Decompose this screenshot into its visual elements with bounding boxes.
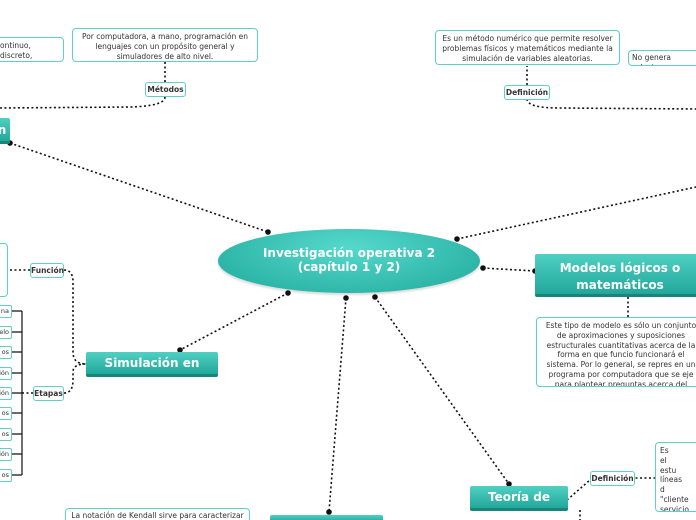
etapa-step-text: ión (0, 389, 9, 397)
dot (506, 481, 512, 487)
dot (480, 265, 486, 271)
connector-top-right (456, 186, 696, 240)
etapa-step[interactable]: ión (0, 387, 12, 400)
label-metodos[interactable]: Métodos (145, 82, 186, 97)
dot (177, 347, 183, 353)
label-definicion-top-text: Definición (505, 88, 549, 97)
label-metodos-text: Métodos (147, 85, 184, 94)
connector-colas-definicion (566, 479, 591, 501)
topic-modelos-line2: matemáticos (576, 278, 664, 292)
etapa-step-text: ión (0, 450, 9, 458)
etapa-step[interactable]: ión (0, 448, 12, 461)
connector-bottom (328, 297, 347, 513)
note-funcion (0, 243, 8, 297)
connector-left-topic (9, 142, 269, 233)
note-continuo-text: ontinuo, discreto, ástico. (0, 41, 33, 61)
label-funcion[interactable]: Función (30, 263, 64, 278)
central-topic-line2: (capítulo 1 y 2) (297, 260, 401, 274)
note-montecarlo-text: Es un método numérico que permite resolv… (442, 34, 613, 63)
topic-modelos-line1: Modelos lógicos o (559, 261, 681, 275)
note-montecarlo: Es un método numérico que permite resolv… (435, 30, 620, 65)
etapa-step[interactable]: os (0, 469, 12, 482)
note-metodos-text: Por computadora, a mano, programación en… (81, 32, 249, 61)
connector-colas (374, 296, 510, 485)
topic-simulacion-arena[interactable]: Simulación en Arena (86, 352, 218, 393)
topic-bottom-partial[interactable] (270, 515, 383, 520)
dot (343, 295, 349, 301)
etapa-step[interactable]: os (0, 346, 12, 359)
dot (372, 294, 378, 300)
note-metodos: Por computadora, a mano, programación en… (72, 28, 258, 62)
etapa-step[interactable]: elo (0, 326, 12, 339)
connector-definicion (526, 98, 696, 110)
etapa-step[interactable]: na (0, 305, 12, 318)
label-funcion-text: Función (31, 266, 64, 275)
label-definicion-top[interactable]: Definición (504, 85, 550, 100)
connector-etapas (63, 363, 87, 394)
dot (265, 229, 271, 235)
connector-arena (179, 292, 289, 351)
topic-left-label: n (0, 123, 7, 137)
dot (454, 236, 460, 242)
etapa-step[interactable]: os (0, 407, 12, 420)
connector-models (482, 267, 536, 272)
note-kendall-text: La notación de Kendall sirve para caract… (71, 511, 244, 520)
label-definicion-colas[interactable]: Definición (590, 471, 635, 486)
dot (326, 509, 332, 515)
etapa-step-text: os (1, 430, 9, 438)
note-no-genera-text: No genera solucion (632, 53, 672, 65)
note-modelos-text: Este tipo de modelo es sólo un conjunto … (545, 321, 696, 387)
topic-teoria-colas-label: Teoría de Colas (487, 490, 550, 520)
dot (285, 290, 291, 296)
etapa-step-text: ión (0, 369, 9, 377)
topic-left-partial[interactable]: n (0, 118, 10, 144)
note-no-genera: No genera solucion (628, 50, 696, 66)
etapas-bracket-ticks (12, 310, 22, 476)
connector-metodos (0, 96, 166, 109)
note-continuo: ontinuo, discreto, ástico. (0, 37, 64, 62)
label-etapas-text: Etapas (34, 389, 63, 398)
etapa-step[interactable]: ión (0, 367, 12, 380)
central-topic-line1: Investigación operativa 2 (262, 246, 436, 260)
topic-modelos[interactable]: Modelos lógicos o matemáticos (535, 254, 696, 297)
topic-teoria-colas[interactable]: Teoría de Colas (470, 486, 568, 520)
note-modelos: Este tipo de modelo es sólo un conjunto … (536, 317, 696, 387)
label-definicion-colas-text: Definición (591, 474, 634, 483)
etapa-step-text: elo (0, 328, 9, 336)
note-colas: Es el estu líneas d "cliente servicio ca… (655, 442, 696, 512)
note-colas-text: Es el estu líneas d "cliente servicio ca… (660, 446, 689, 512)
note-kendall: La notación de Kendall sirve para caract… (65, 508, 250, 520)
etapa-step-text: na (0, 307, 9, 315)
connector-funcion (63, 269, 87, 365)
etapa-step-text: os (1, 409, 9, 417)
etapa-step-text: os (1, 471, 9, 479)
etapa-step-text: os (1, 348, 9, 356)
central-topic[interactable]: Investigación operativa 2 (capítulo 1 y … (218, 229, 480, 293)
topic-simulacion-arena-label: Simulación en Arena (104, 356, 200, 393)
label-etapas[interactable]: Etapas (33, 386, 64, 401)
etapa-step[interactable]: os (0, 428, 12, 441)
